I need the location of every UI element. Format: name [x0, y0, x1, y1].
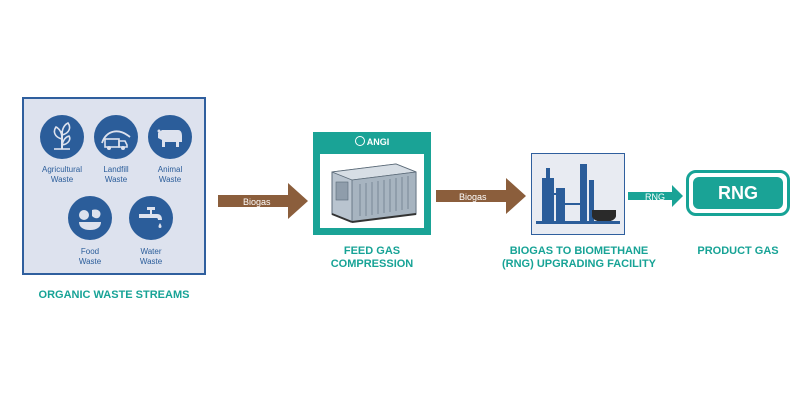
animal-waste-label: Animal Waste	[157, 165, 183, 184]
faucet-icon	[129, 196, 173, 240]
food-icon	[68, 196, 112, 240]
landfill-truck-icon	[94, 115, 138, 159]
water-waste-label: Water Waste	[139, 247, 163, 266]
organic-waste-title: ORGANIC WASTE STREAMS	[38, 289, 190, 301]
rng-arrow-label: RNG	[645, 192, 665, 202]
plant-icon	[40, 115, 84, 159]
angi-logo: ANGI	[313, 136, 431, 147]
biogas-arrow-1	[218, 183, 308, 219]
feed-gas-compressor-panel: ANGI	[313, 132, 431, 235]
upgrading-facility-panel	[531, 153, 625, 235]
biogas-arrow-1-label: Biogas	[243, 197, 271, 207]
product-gas-label: PRODUCT GAS	[697, 245, 779, 257]
rng-product-text: RNG	[693, 177, 783, 209]
angi-logo-icon	[354, 136, 365, 146]
compressor-illustration	[320, 154, 424, 228]
biogas-arrow-2	[436, 178, 526, 214]
organic-waste-panel: Agricultural Waste Landfill Waste Animal…	[22, 97, 206, 275]
feed-gas-compression-label: FEED GAS COMPRESSION	[330, 245, 414, 270]
biogas-arrow-2-label: Biogas	[459, 192, 487, 202]
landfill-waste-label: Landfill Waste	[103, 165, 129, 184]
upgrading-facility-illustration	[536, 164, 620, 224]
rng-product-box: RNG	[686, 170, 790, 216]
cow-icon	[148, 115, 192, 159]
food-waste-label: Food Waste	[78, 247, 102, 266]
agricultural-waste-label: Agricultural Waste	[41, 165, 82, 184]
rng-arrow	[628, 185, 683, 207]
upgrading-facility-label: BIOGAS TO BIOMETHANE (RNG) UPGRADING FAC…	[502, 245, 656, 270]
